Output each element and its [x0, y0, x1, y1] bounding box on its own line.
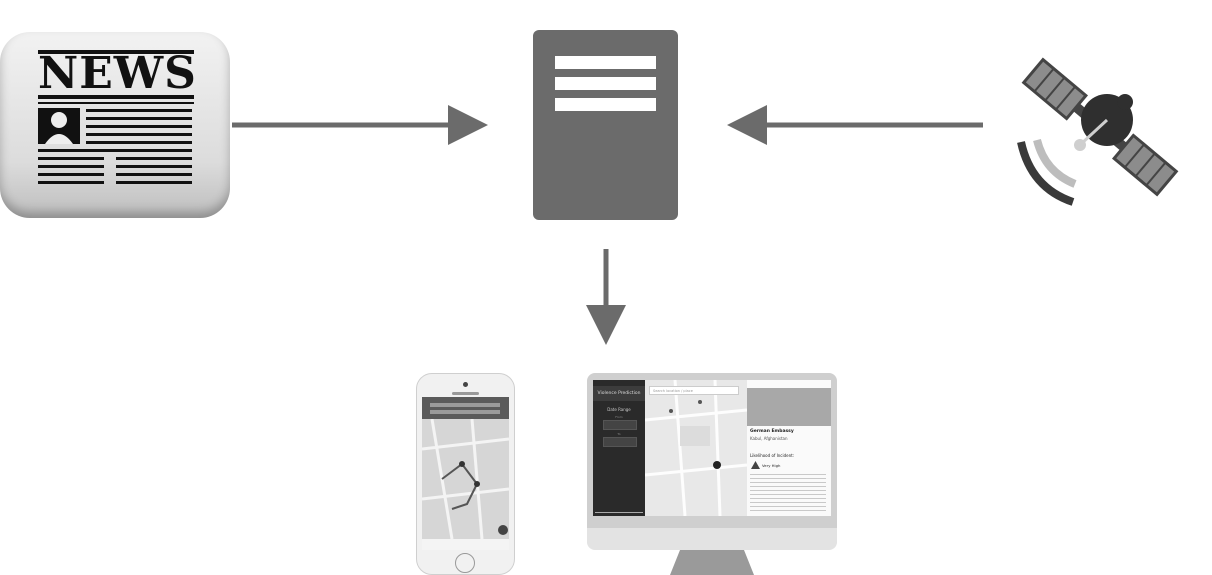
incident-description: [750, 474, 826, 514]
to-label: To: [617, 432, 621, 436]
app-map[interactable]: Search location / place: [645, 380, 747, 516]
phone-speaker: [452, 392, 479, 395]
satellite-icon: [1017, 57, 1179, 206]
phone-app-screen: [422, 397, 509, 550]
newspaper-lines: [38, 50, 194, 184]
from-label: From: [615, 415, 623, 419]
monitor-chin: [587, 528, 837, 550]
place-photo: [747, 388, 831, 426]
search-input[interactable]: Search location / place: [649, 386, 739, 395]
server-icon: [533, 30, 678, 220]
app-title: Violence Prediction: [593, 386, 645, 401]
phone-map: [422, 419, 509, 539]
place-city: Kabul, Afghanistan: [750, 436, 788, 441]
server-bar: [555, 56, 656, 69]
to-date-button[interactable]: [603, 437, 637, 447]
map-graphic: [645, 380, 747, 516]
phone-fab-button[interactable]: [498, 525, 508, 535]
monitor-stand: [670, 550, 754, 575]
from-date-button[interactable]: [603, 420, 637, 430]
phone-home-button[interactable]: [455, 553, 475, 573]
desktop-app-screen: Violence Prediction Date Range From To S…: [593, 380, 831, 516]
server-bar: [555, 98, 656, 111]
sidebar-slider[interactable]: [595, 512, 643, 513]
phone-app-header: [422, 397, 509, 419]
phone-search-bar: [430, 403, 500, 407]
phone-date-bar: [430, 410, 500, 414]
place-name: German Embassy: [750, 429, 794, 434]
server-bar: [555, 77, 656, 90]
phone-camera: [463, 382, 468, 387]
phone-tab-bar[interactable]: [422, 539, 509, 550]
warning-icon: [751, 461, 760, 469]
risk-level: Very High: [762, 463, 781, 468]
likelihood-label: Likelihood of Incident:: [750, 453, 795, 458]
date-range-label: Date Range: [607, 407, 631, 412]
app-sidebar: Violence Prediction Date Range From To: [593, 380, 645, 516]
info-panel: German Embassy Kabul, Afghanistan Likeli…: [747, 380, 831, 516]
news-title: NEWS: [38, 48, 197, 99]
